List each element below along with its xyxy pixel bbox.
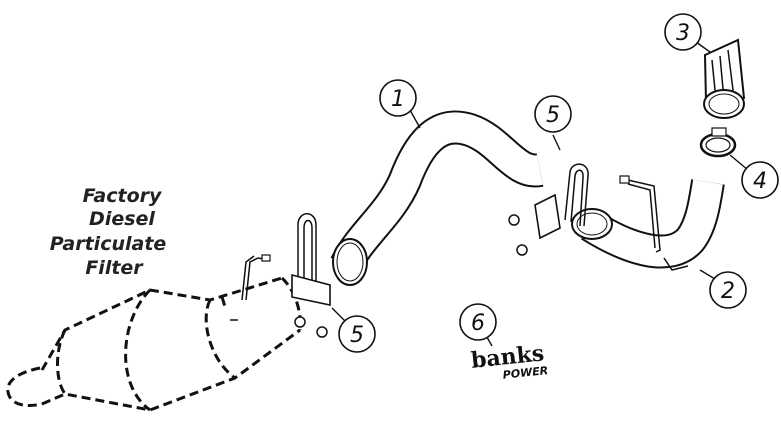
callout-4: 4 <box>741 161 779 199</box>
callout-3: 3 <box>664 13 702 51</box>
callout-5-right: 5 <box>534 95 572 133</box>
callout-6: 6 <box>459 303 497 341</box>
u-bolt-clamp-right <box>508 163 589 256</box>
factory-dpf <box>6 276 302 412</box>
sensor-right <box>619 175 661 253</box>
u-bolt-clamp-left <box>291 213 331 338</box>
banks-power-logo: banks POWER <box>470 340 549 382</box>
callout-2: 2 <box>709 271 747 309</box>
callout-4-label: 4 <box>753 169 767 194</box>
callout-5-right-label: 5 <box>546 103 560 128</box>
band-clamp <box>699 127 737 158</box>
callout-1-label: 1 <box>391 87 405 112</box>
exhaust-tip <box>703 38 746 119</box>
logo-sub-text: POWER <box>502 364 549 382</box>
factory-dpf-label: Factory Diesel Particulate Filter <box>50 185 167 279</box>
factory-label-line3: Particulate <box>50 233 167 255</box>
callout-5-left: 5 <box>338 315 376 353</box>
sensor-left <box>241 254 271 301</box>
pipe-1 <box>330 110 544 286</box>
callout-leaders <box>331 41 749 347</box>
factory-label-line4: Filter <box>85 257 144 279</box>
pipe-2 <box>571 179 725 271</box>
callout-5-left-label: 5 <box>350 323 364 348</box>
factory-label-line1: Factory <box>83 185 163 207</box>
factory-label-line2: Diesel <box>89 208 155 230</box>
callout-6-label: 6 <box>471 311 485 336</box>
callout-1: 1 <box>379 79 417 117</box>
callout-2-label: 2 <box>721 279 735 304</box>
callout-3-label: 3 <box>676 21 690 46</box>
